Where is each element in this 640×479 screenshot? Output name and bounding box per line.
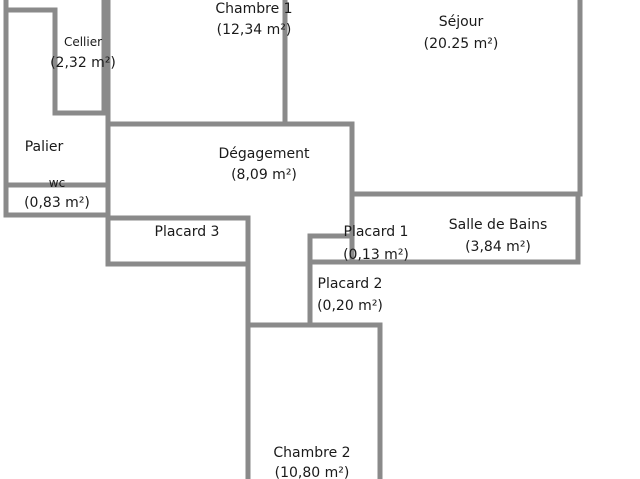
cellier-area: (2,32 m²) [50, 55, 116, 71]
palier-name: Palier [25, 139, 64, 155]
wall-sdb [349, 191, 581, 265]
chambre2-name: Chambre 2 [273, 445, 350, 461]
wall-chambre2 [245, 322, 383, 479]
wall-wc [3, 182, 111, 218]
sejour-name: Séjour [439, 14, 484, 30]
cellier-name: Cellier [64, 35, 102, 49]
chambre2-area: (10,80 m²) [275, 465, 350, 479]
placard2-area: (0,20 m²) [317, 298, 383, 314]
placard3-name: Placard 3 [155, 224, 220, 240]
walls [3, 0, 583, 479]
placard2-name: Placard 2 [318, 276, 383, 292]
wall-degagement-top [105, 0, 583, 197]
wall-cellier [5, 0, 107, 116]
wc-area: (0,83 m²) [24, 195, 90, 211]
sdb-name: Salle de Bains [449, 217, 548, 233]
wall-placard1 [307, 233, 355, 328]
sejour-area: (20.25 m²) [424, 36, 499, 52]
degagement-area: (8,09 m²) [231, 167, 297, 183]
chambre1-name: Chambre 1 [215, 1, 292, 17]
wc-name: wc [49, 176, 65, 190]
labels: Chambre 1 (12,34 m²) Séjour (20.25 m²) C… [24, 1, 547, 479]
sdb-area: (3,84 m²) [465, 239, 531, 255]
placard1-area: (0,13 m²) [343, 247, 409, 263]
degagement-name: Dégagement [219, 146, 310, 162]
placard1-name: Placard 1 [344, 224, 409, 240]
chambre1-area: (12,34 m²) [217, 22, 292, 38]
